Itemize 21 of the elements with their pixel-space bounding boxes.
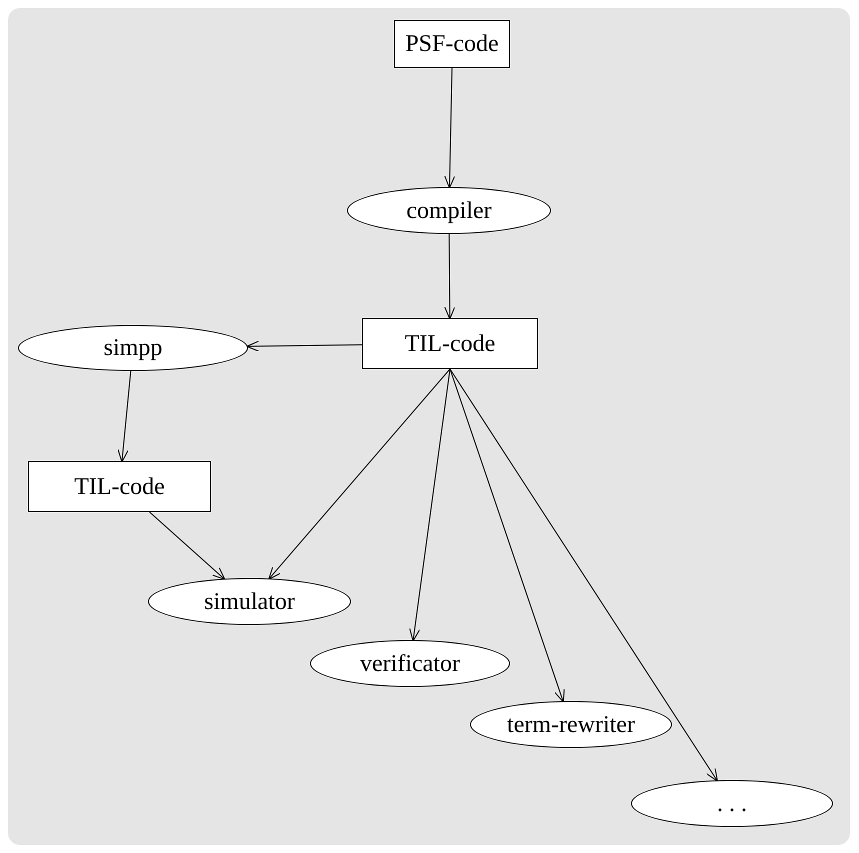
data-box [394, 20, 510, 68]
arrow [149, 512, 226, 580]
arrow [246, 340, 362, 352]
node-label: simulator [204, 590, 295, 614]
node-label: term-rewriter [507, 712, 635, 736]
node-label: verificator [360, 652, 460, 676]
node-label: . . . [717, 792, 747, 816]
arrow [450, 368, 565, 703]
data-box [28, 461, 211, 512]
arrow [444, 234, 456, 320]
arrow [118, 370, 132, 462]
arrow [268, 368, 450, 580]
node-label: TIL-code [74, 474, 165, 498]
node-label: compiler [406, 198, 492, 222]
arrow [444, 68, 456, 188]
node-label: TIL-code [404, 332, 496, 356]
arrow [409, 368, 450, 642]
data-box [362, 318, 538, 369]
node-label: PSF-code [405, 32, 499, 56]
arrow [450, 368, 718, 782]
node-label: simpp [104, 336, 162, 360]
